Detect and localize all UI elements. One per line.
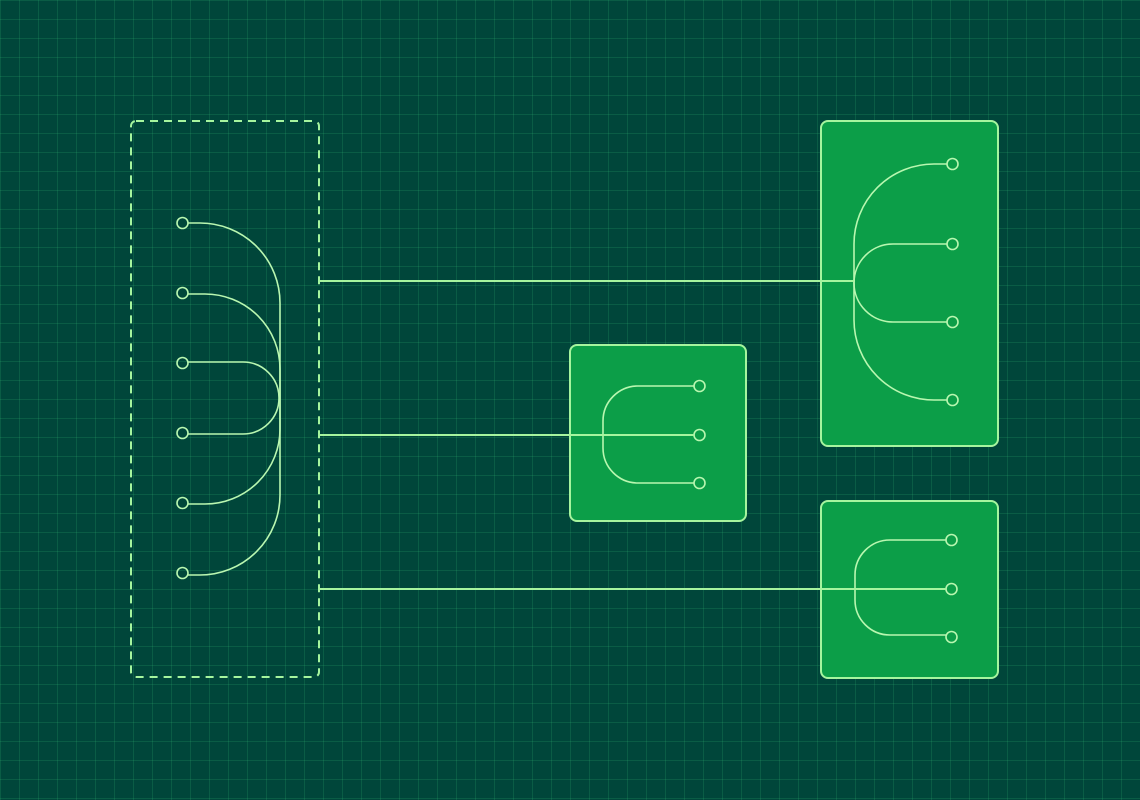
block-top-right-body — [820, 120, 999, 447]
source-port-2[interactable] — [176, 286, 189, 300]
source-port-5[interactable] — [176, 496, 189, 510]
block-top-right-port-3[interactable] — [946, 315, 959, 329]
block-bottom-right-fan — [854, 539, 946, 636]
source-fan-inner — [188, 361, 280, 435]
block-bottom-right-port-1[interactable] — [945, 533, 958, 547]
source-port-4[interactable] — [176, 426, 189, 440]
block-mid-port-1[interactable] — [693, 379, 706, 393]
block-top-right-port-2[interactable] — [946, 237, 959, 251]
block-mid-body — [569, 344, 747, 522]
source-group-frame — [130, 120, 320, 678]
source-fan-middle — [188, 293, 281, 505]
block-mid[interactable] — [569, 344, 747, 522]
source-fan — [188, 222, 281, 576]
block-top-right[interactable] — [820, 120, 999, 447]
block-mid-port-3[interactable] — [693, 476, 706, 490]
block-bottom-right-port-3[interactable] — [945, 630, 958, 644]
block-top-right-port-1[interactable] — [946, 157, 959, 171]
source-group[interactable] — [130, 120, 320, 678]
block-top-right-fan-inner — [853, 243, 947, 323]
source-fan-outer — [188, 222, 281, 576]
block-top-right-port-4[interactable] — [946, 393, 959, 407]
source-port-6[interactable] — [176, 566, 189, 580]
source-port-1[interactable] — [176, 216, 189, 230]
source-port-3[interactable] — [176, 356, 189, 370]
